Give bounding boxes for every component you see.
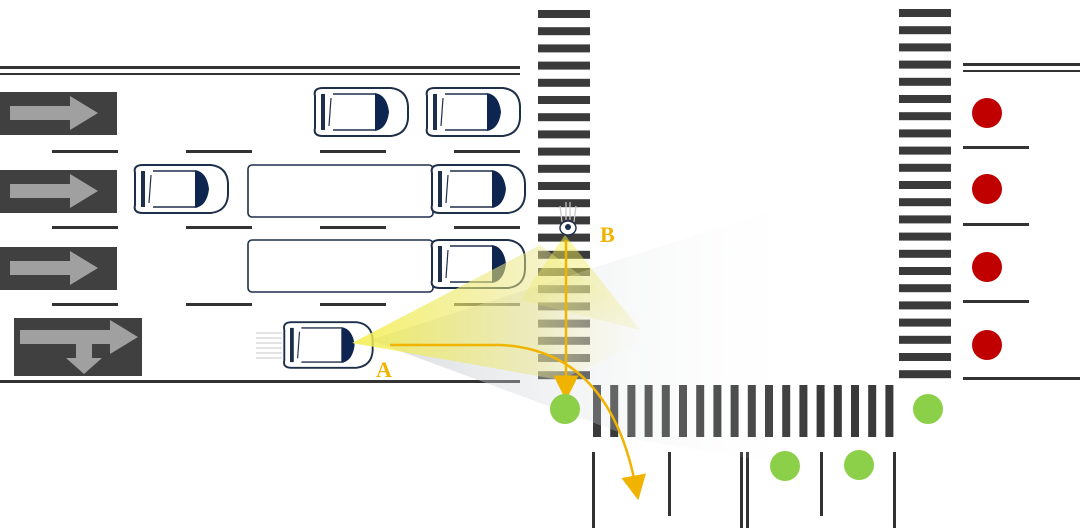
lane-arrow-1 xyxy=(0,92,117,135)
crosswalk-stripe xyxy=(899,60,951,69)
crosswalk-stripe xyxy=(538,96,590,104)
crosswalk-stripe xyxy=(899,249,951,258)
crosswalk-stripe xyxy=(899,198,951,207)
road-edges-right xyxy=(963,63,1080,380)
view-cone-b xyxy=(520,235,640,330)
crosswalk-stripe xyxy=(851,385,859,437)
pedestrian-signals-green xyxy=(550,394,943,481)
crosswalk-stripe xyxy=(538,27,590,36)
crosswalk-stripe xyxy=(538,147,590,156)
crosswalk-stripe xyxy=(899,77,951,86)
pedestrian-b xyxy=(559,202,577,236)
crosswalk-right xyxy=(899,9,951,379)
lane-arrow-3 xyxy=(0,247,117,290)
crosswalk-stripe xyxy=(899,318,951,327)
crosswalk-stripe xyxy=(899,370,951,379)
green-signal-icon xyxy=(844,450,874,480)
crosswalk-stripe xyxy=(899,112,951,121)
red-light-icon xyxy=(972,252,1002,282)
crosswalk-stripe xyxy=(538,78,590,87)
crosswalk-stripe xyxy=(899,301,951,310)
road-edges-left xyxy=(0,66,520,383)
crosswalk-stripe xyxy=(899,163,951,172)
arrow-right-down-icon xyxy=(20,320,138,374)
crosswalk-stripe xyxy=(899,353,951,361)
crosswalk-stripe xyxy=(899,232,951,241)
crosswalk-stripe xyxy=(899,9,951,17)
crosswalk-stripe xyxy=(899,129,951,138)
crosswalk-stripe xyxy=(899,267,951,275)
traffic-lights-red xyxy=(972,98,1002,360)
crosswalk-stripe xyxy=(899,335,951,344)
arrow-right-icon xyxy=(10,96,98,130)
crosswalk-stripe xyxy=(899,95,951,103)
crosswalk-stripe xyxy=(538,44,590,53)
car-lane1-b xyxy=(425,87,521,137)
crosswalk-stripe xyxy=(899,146,951,155)
red-light-icon xyxy=(972,174,1002,204)
crosswalk-stripe xyxy=(868,385,877,437)
arrow-right-icon xyxy=(10,174,98,208)
car-lane2-a xyxy=(133,164,229,214)
crosswalk-stripe xyxy=(899,26,951,35)
crosswalk-stripe xyxy=(538,216,590,225)
crosswalk-stripe xyxy=(538,61,590,70)
motion-lines xyxy=(256,332,282,359)
lane-dividers xyxy=(52,150,520,306)
road-edges-bottom xyxy=(592,452,896,528)
red-light-icon xyxy=(972,98,1002,128)
car-a xyxy=(283,321,374,369)
crosswalk-stripe xyxy=(899,284,951,293)
crosswalk-stripe xyxy=(899,181,951,189)
crosswalk-stripe xyxy=(538,10,590,18)
crosswalk-stripe xyxy=(538,113,590,122)
crosswalk-stripe xyxy=(833,385,842,437)
truck-2 xyxy=(247,239,434,293)
path-a xyxy=(390,343,646,501)
label-a: A xyxy=(376,357,392,382)
red-light-icon xyxy=(972,330,1002,360)
crosswalk-stripe xyxy=(816,385,825,437)
crosswalk-stripe xyxy=(899,215,951,224)
lane-arrow-4 xyxy=(14,318,142,376)
crosswalk-stripe xyxy=(538,199,590,208)
crosswalk-stripe xyxy=(885,385,894,437)
label-b: B xyxy=(600,222,615,247)
truck-cab-1 xyxy=(430,164,526,214)
truck-1 xyxy=(247,164,434,218)
arrow-right-icon xyxy=(10,251,98,285)
green-signal-icon xyxy=(550,394,580,424)
crosswalk-stripe xyxy=(538,130,590,139)
green-signal-icon xyxy=(913,394,943,424)
green-signal-icon xyxy=(770,451,800,481)
car-lane1-a xyxy=(313,87,409,137)
crosswalk-stripe xyxy=(538,182,590,190)
lane-arrow-2 xyxy=(0,170,117,213)
crosswalk-stripe xyxy=(899,43,951,52)
crosswalk-stripe xyxy=(538,164,590,173)
